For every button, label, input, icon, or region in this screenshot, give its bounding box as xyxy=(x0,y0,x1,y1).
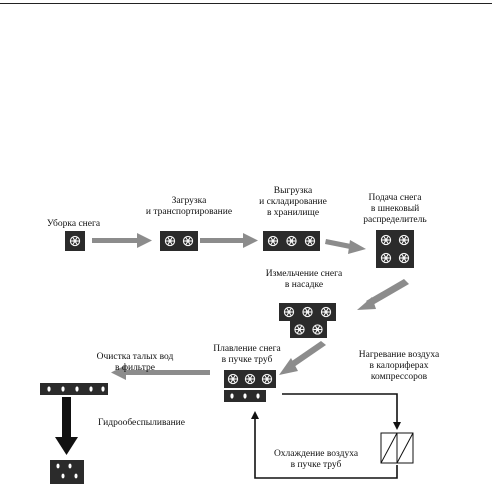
snow-removal-block xyxy=(65,231,85,251)
label-feed: Подача снега в шнековый распределитель xyxy=(363,193,427,225)
feed-block xyxy=(376,230,414,268)
arrow-loading-to-unloading xyxy=(200,233,258,248)
filter-block xyxy=(40,383,108,395)
label-unloading: Выгрузка и складирование в хранилище xyxy=(259,186,327,218)
dedusting-block xyxy=(50,460,84,484)
label-grinding: Измельчение снега в насадке xyxy=(265,269,343,290)
arrow-melting-to-cleaning xyxy=(111,365,210,380)
arrow-feed-to-grinding xyxy=(357,279,409,310)
heat-exchanger-icon xyxy=(380,432,414,464)
label-snow-removal: Уборка снега xyxy=(46,219,101,229)
arrow-removal-to-loading xyxy=(92,233,152,248)
label-melting: Плавление снега в пучке труб xyxy=(213,344,281,365)
grinding-block xyxy=(279,303,336,338)
top-rule xyxy=(0,3,492,4)
melting-block xyxy=(224,370,276,402)
label-loading: Загрузка и транспортирование xyxy=(145,196,233,217)
label-heating: Нагревание воздуха в калориферах компрес… xyxy=(358,350,440,382)
arrow-unloading-to-feed xyxy=(325,239,366,254)
arrow-grinding-to-melting xyxy=(279,341,326,375)
unloading-block xyxy=(263,231,320,251)
label-cooling: Охлаждение воздуха в пучке труб xyxy=(273,449,359,470)
arrow-filter-to-dedusting xyxy=(55,397,78,455)
air-loop xyxy=(251,393,401,479)
label-dedusting: Гидрообеспыливание xyxy=(98,418,185,428)
flow-arrows xyxy=(92,233,409,380)
label-cleaning: Очистка талых вод в фильтре xyxy=(96,352,174,373)
loading-block xyxy=(160,231,198,251)
